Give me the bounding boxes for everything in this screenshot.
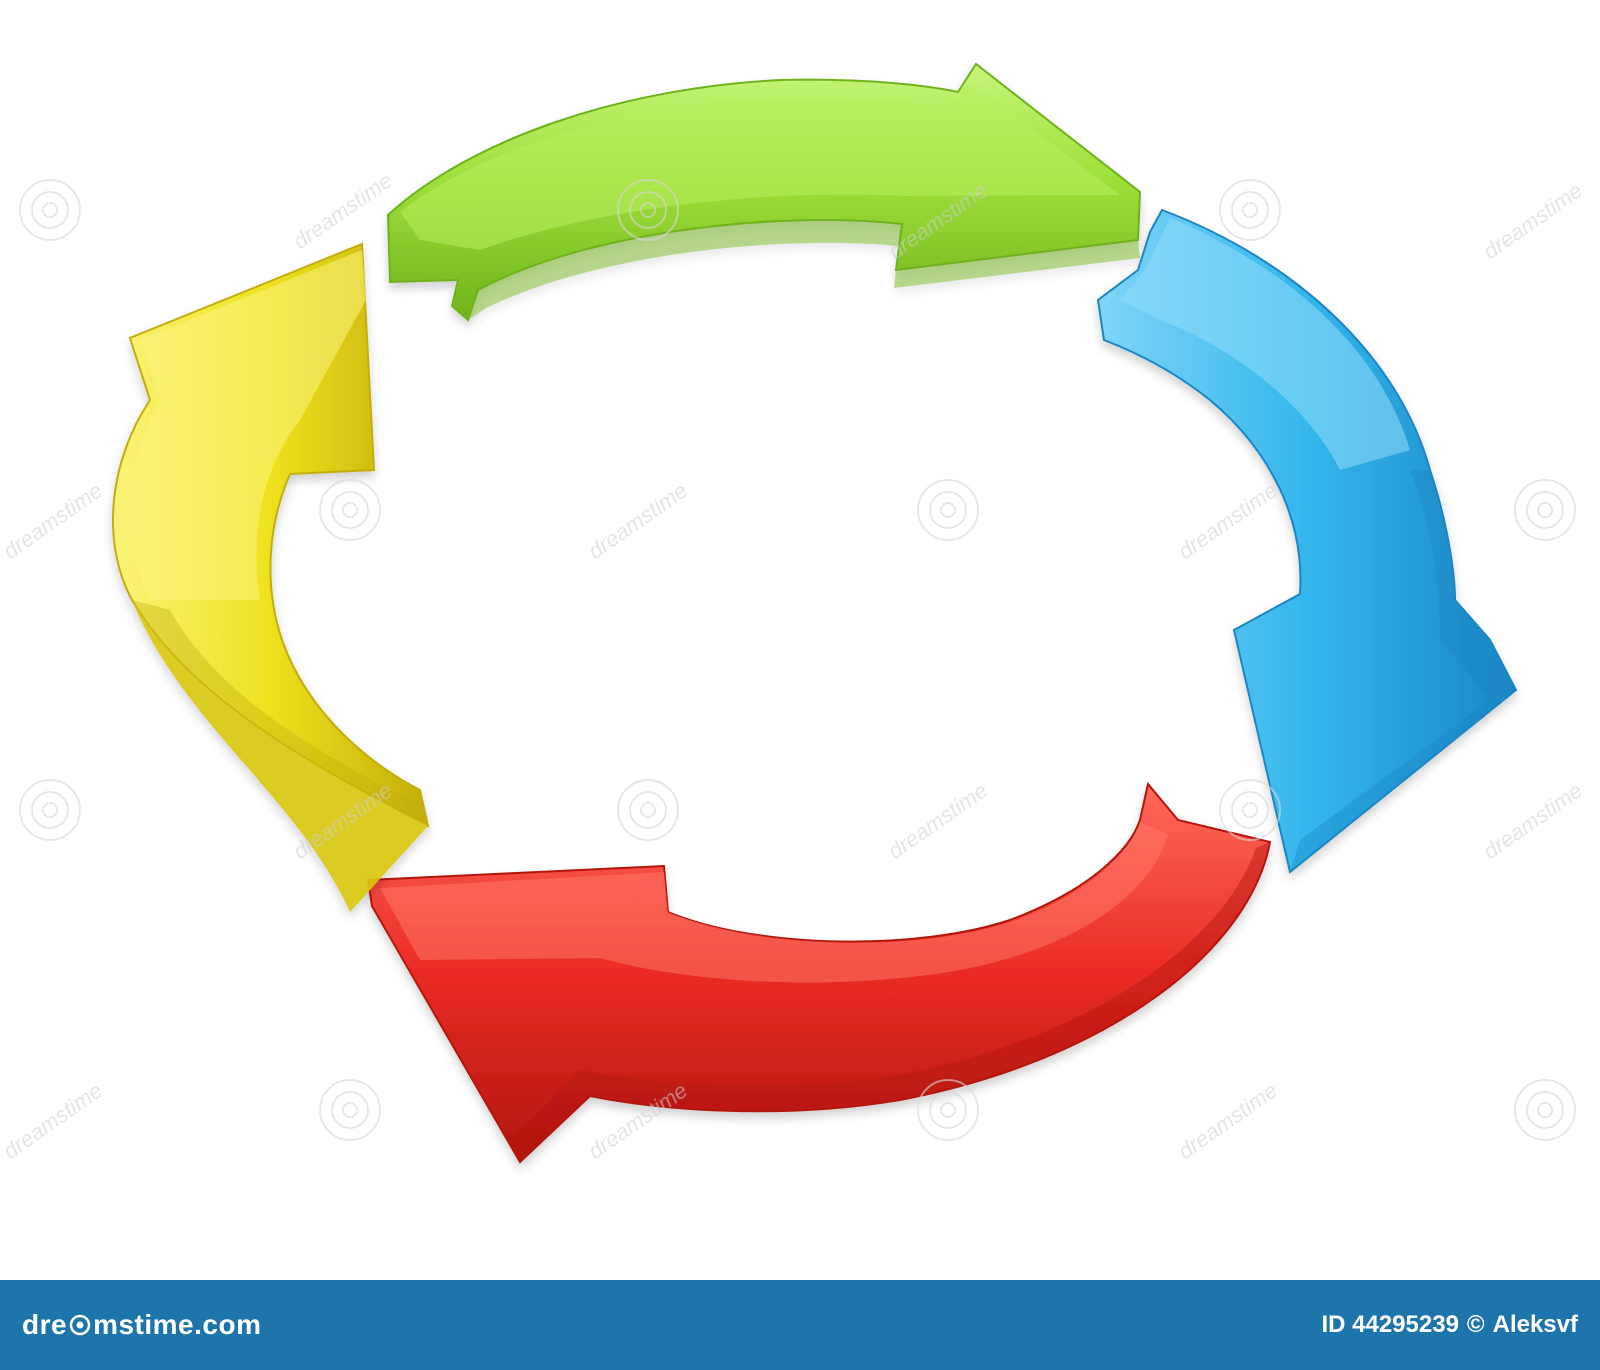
logo-text-start: dre [22,1309,68,1340]
green-arrow [386,62,1142,322]
yellow-arrow [111,242,430,912]
footer-bar: dre ms time.com ID 44295239 © Aleksvf [0,1280,1600,1370]
image-credit: ID 44295239 © Aleksvf [1321,1311,1578,1339]
dreamstime-spiral-icon [69,1314,91,1336]
author-name[interactable]: Aleksvf [1492,1311,1578,1338]
logo-text-end: time.com [134,1309,262,1340]
logo-text-middle: ms [93,1309,135,1340]
cycle-diagram [111,62,1518,1164]
blue-arrow [1096,208,1518,874]
red-arrow [366,781,1272,1164]
copyright-icon: © [1466,1311,1485,1338]
image-id: ID 44295239 [1321,1311,1459,1338]
dreamstime-logo[interactable]: dre ms time.com [22,1309,261,1341]
